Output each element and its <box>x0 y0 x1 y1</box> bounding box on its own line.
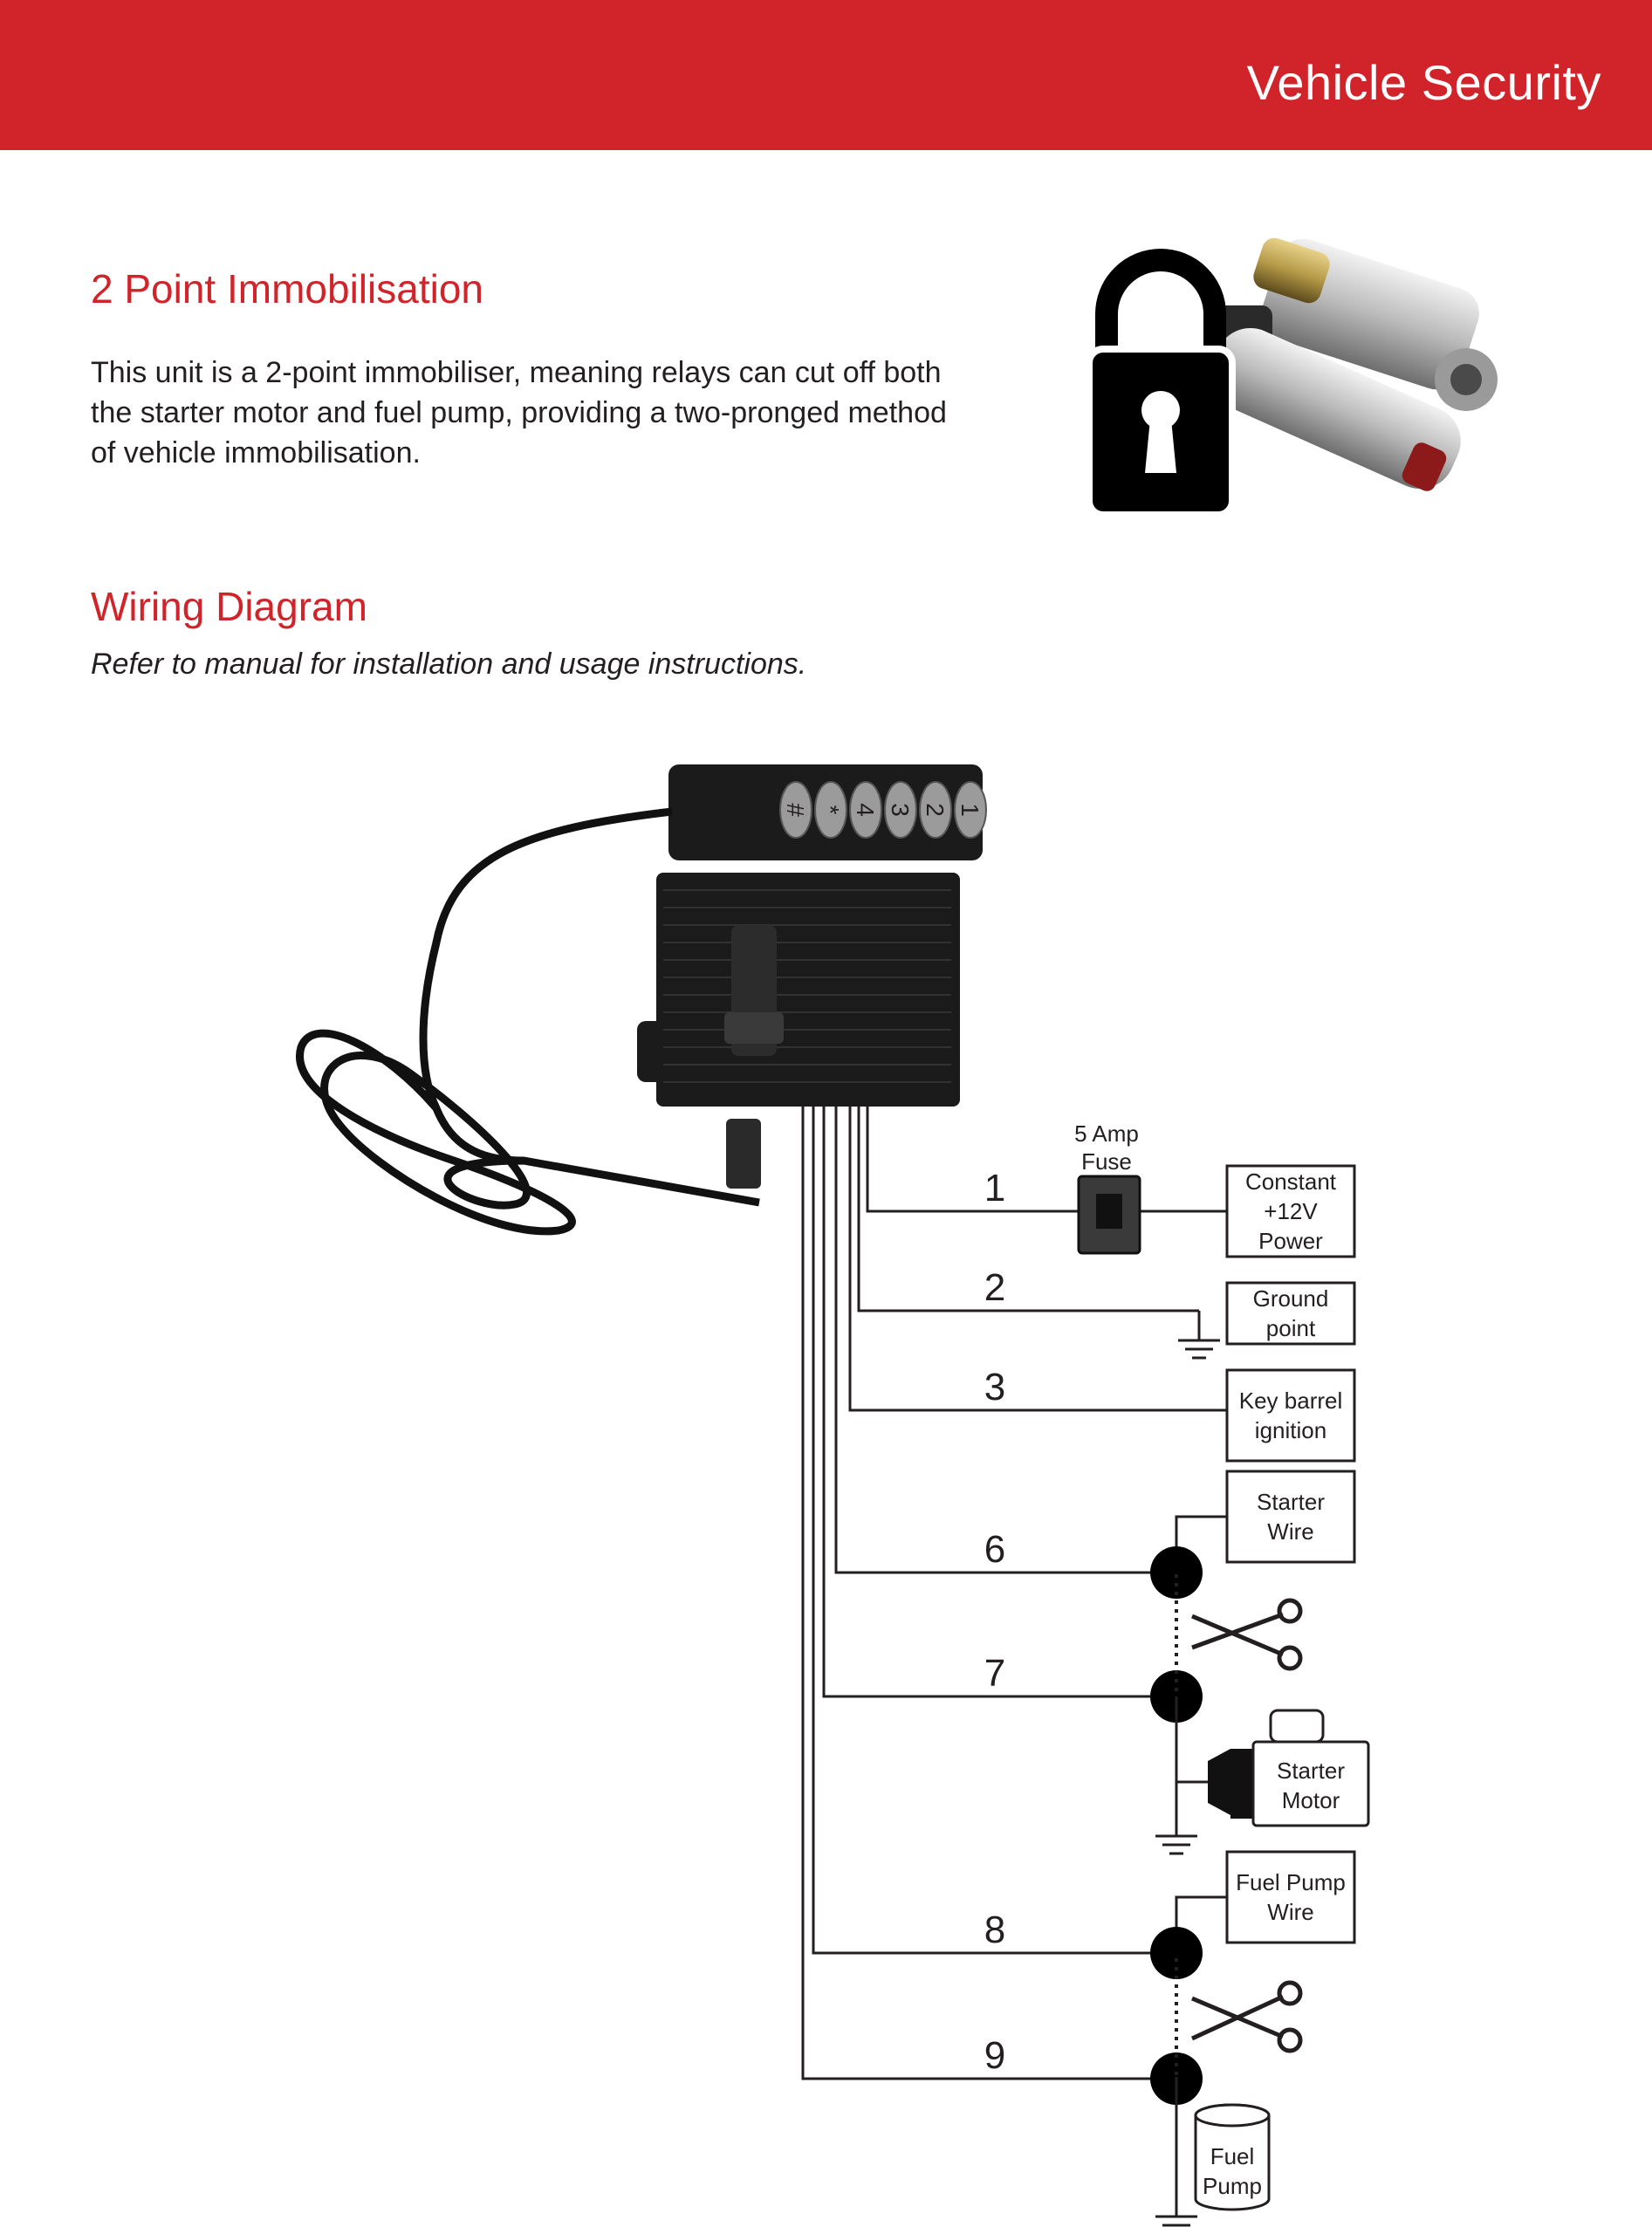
target-label: Wire <box>1267 1899 1313 1925</box>
target-box <box>1225 1850 1356 1944</box>
cut-point-starter <box>1175 1574 1303 1696</box>
section-heading-immobilisation: 2 Point Immobilisation <box>91 266 483 312</box>
ground-symbol <box>1155 2199 1197 2227</box>
header-bar: Vehicle Security <box>0 0 1652 150</box>
wire-stub <box>1175 1515 1227 1546</box>
control-unit <box>637 873 960 1107</box>
wire-1 <box>866 1107 1229 1213</box>
wire-2 <box>857 1107 1199 1312</box>
keypad-key-label: # <box>782 803 809 817</box>
target-label: ignition <box>1255 1417 1326 1443</box>
wire-number: 3 <box>984 1366 1005 1408</box>
padlock-icon <box>1086 249 1236 518</box>
keypad-key[interactable] <box>849 781 882 839</box>
ground-symbol <box>1155 1815 1197 1855</box>
target-label: Fuel Pump <box>1236 1869 1346 1895</box>
target-label: Ground <box>1253 1285 1329 1312</box>
target-box <box>1225 1164 1356 1258</box>
fuel-pump-icon: Fuel Pump <box>1175 2077 1271 2211</box>
keypad-key[interactable] <box>884 781 917 839</box>
cut-point-fuel <box>1175 1958 1303 2077</box>
target-label: point <box>1266 1315 1316 1341</box>
target-box <box>1225 1470 1356 1564</box>
keypad-key[interactable] <box>919 781 952 839</box>
target-label: Power <box>1258 1228 1323 1254</box>
scissors-icon <box>1190 1980 1303 2053</box>
target-box <box>1225 1281 1356 1346</box>
fuel-pump-photo <box>1210 327 1461 491</box>
target-label: +12V <box>1264 1198 1318 1224</box>
wire-3 <box>848 1107 1229 1412</box>
fuse-label-line: Fuse <box>1081 1148 1132 1175</box>
ground-symbol <box>1178 1311 1220 1360</box>
scissors-icon <box>1191 1598 1303 1671</box>
target-label: Constant <box>1245 1168 1337 1195</box>
fuse: 5 Amp Fuse <box>1074 1120 1141 1255</box>
target-box <box>1225 1368 1356 1463</box>
wire-number: 9 <box>984 2034 1005 2077</box>
target-label: Key barrel <box>1239 1388 1343 1414</box>
wire-6 <box>834 1107 1176 1574</box>
hero-illustration <box>1086 237 1498 518</box>
keypad-key-label: 3 <box>887 803 914 817</box>
intro-line: This unit is a 2-point immobiliser, mean… <box>91 356 942 389</box>
keypad-key[interactable] <box>954 781 987 839</box>
fuel-pump-label: Pump <box>1203 2173 1262 2199</box>
wiring-subtitle: Refer to manual for installation and usa… <box>91 648 807 681</box>
header-title: Vehicle Security <box>1246 55 1601 110</box>
keypad-key-label: * <box>817 805 844 815</box>
intro-paragraph: This unit is a 2-point immobiliser, mean… <box>91 353 1051 473</box>
keypad-cable <box>419 807 673 1165</box>
target-label: Wire <box>1267 1518 1313 1545</box>
starter-motor-label: Motor <box>1282 1787 1340 1813</box>
fuel-pump-label: Fuel <box>1210 2143 1255 2169</box>
wire-number: 7 <box>984 1652 1005 1695</box>
splice-node <box>1150 1927 1203 1979</box>
keypad-key-label: 1 <box>956 803 984 817</box>
section-heading-wiring: Wiring Diagram <box>91 584 367 629</box>
fuse-label-line: 5 Amp <box>1074 1120 1139 1147</box>
intro-line: of vehicle immobilisation. <box>91 436 421 469</box>
wire-number: 6 <box>984 1528 1005 1571</box>
keypad-key-label: 4 <box>852 803 879 817</box>
wire-number: 2 <box>984 1266 1005 1309</box>
splice-node <box>1150 1546 1203 1599</box>
wire-number: 1 <box>984 1167 1005 1210</box>
starter-motor-label: Starter <box>1277 1758 1345 1784</box>
coiled-cable <box>296 1029 760 1236</box>
connector-plug <box>726 1119 761 1189</box>
wire-8 <box>812 1107 1176 1955</box>
wire-7 <box>822 1107 1176 1698</box>
keypad-key[interactable] <box>814 781 847 839</box>
keypad-key-label: 2 <box>922 803 949 817</box>
wire-9 <box>801 1107 1176 2080</box>
wire-stub <box>1175 1895 1227 1927</box>
target-label: Starter <box>1257 1489 1325 1515</box>
starter-motor-icon: Starter Motor <box>1175 1696 1370 1827</box>
intro-line: the starter motor and fuel pump, providi… <box>91 396 947 429</box>
wire-number: 8 <box>984 1908 1005 1951</box>
keypad-key[interactable] <box>779 781 812 839</box>
